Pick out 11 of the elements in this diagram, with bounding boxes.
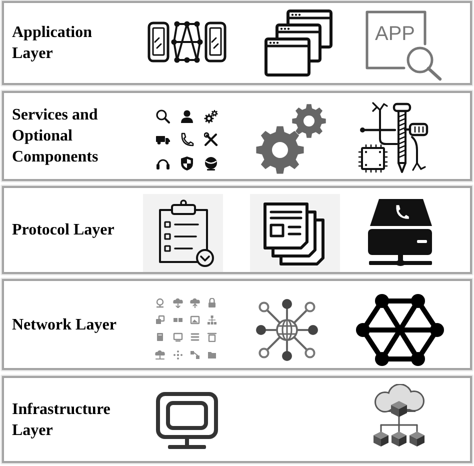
layer-title: Infrastructure Layer <box>12 400 112 440</box>
layer-title: Network Layer <box>12 315 116 335</box>
icon-text: APP <box>375 24 416 44</box>
layer-band <box>2 186 472 274</box>
layer-band <box>2 91 472 181</box>
layer-title: Protocol Layer <box>12 220 114 240</box>
layer-band <box>2 1 472 85</box>
layer-band <box>2 376 472 463</box>
layer-title: Services and Optional Components <box>12 106 100 168</box>
layer-band <box>2 279 472 370</box>
layer-title: Application Layer <box>12 23 94 64</box>
